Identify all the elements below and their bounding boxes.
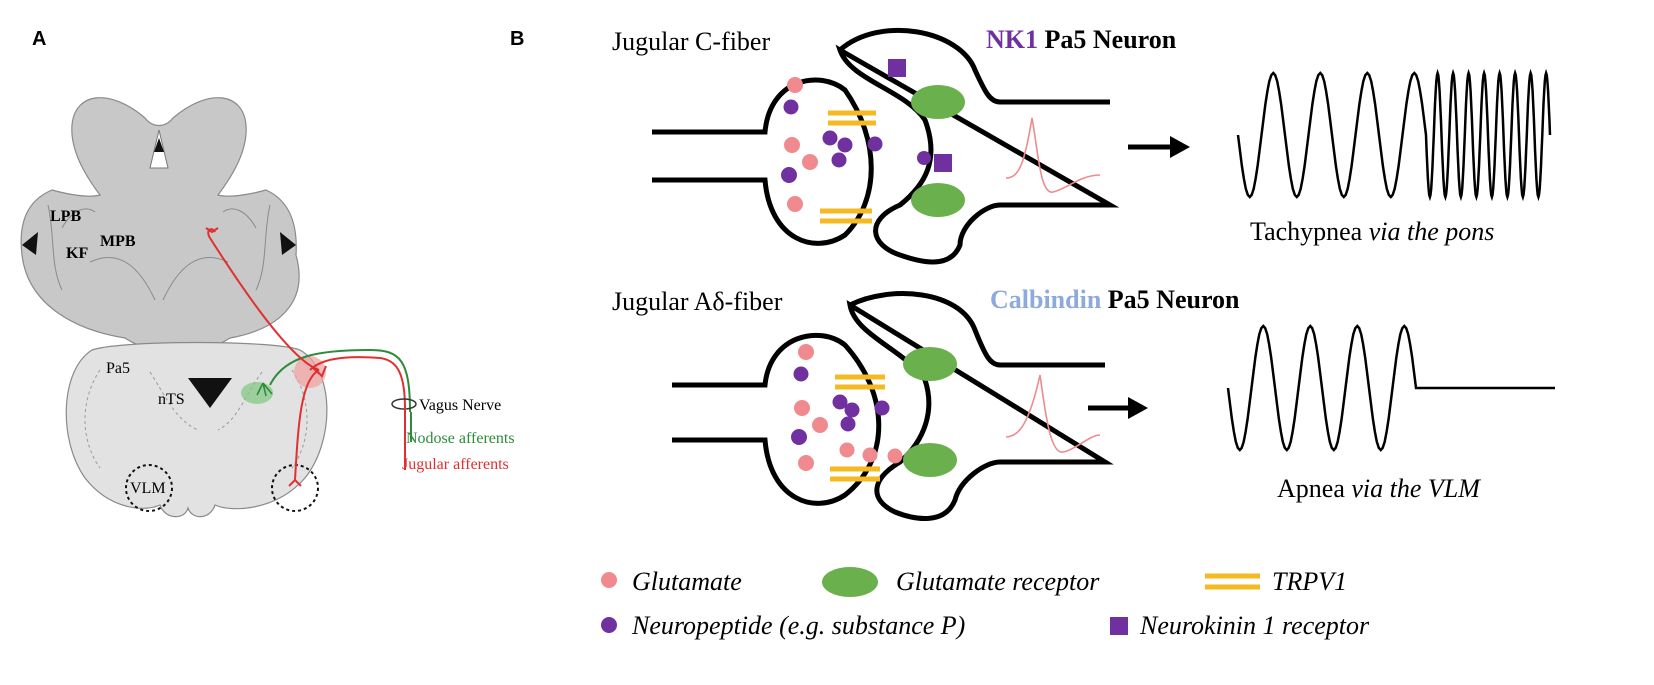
ad-fiber-synapse: [672, 291, 1148, 522]
calbindin-marker: Calbindin: [990, 285, 1102, 314]
nodose-afferents-label: Nodose afferents: [406, 430, 515, 447]
tachypnea-via: via the pons: [1369, 217, 1495, 246]
pons-section: [20, 97, 300, 352]
apnea-via: via the VLM: [1351, 474, 1481, 503]
panel-b-label: B: [510, 28, 524, 50]
legend-trpv1: TRPV1: [1272, 567, 1347, 596]
neuropeptide-swatch: [601, 617, 617, 633]
tachypnea-label: Tachypnea via the pons: [1250, 217, 1494, 246]
mpb-label: MPB: [100, 233, 136, 250]
lpb-label: LPB: [50, 208, 81, 225]
panel-a-label: A: [32, 28, 46, 50]
apnea-label: Apnea via the VLM: [1277, 474, 1481, 503]
legend-nk1-receptor: Neurokinin 1 receptor: [1139, 611, 1370, 640]
tachypnea-trace: [1236, 68, 1552, 202]
legend: Glutamate Glutamate receptor TRPV1 Neuro…: [601, 567, 1370, 640]
apnea-main: Apnea: [1277, 474, 1345, 503]
jugular-afferents-label: Jugular afferents: [402, 456, 509, 473]
kf-label: KF: [66, 245, 88, 262]
pa5-neuron-label-2: Pa5 Neuron: [1108, 285, 1240, 314]
ad-fiber-label: Jugular Aδ-fiber: [612, 287, 783, 316]
ad-fiber-neuron-title: Calbindin Pa5 Neuron: [990, 285, 1240, 314]
legend-glutamate: Glutamate: [632, 567, 742, 596]
apnea-trace: [1226, 324, 1555, 452]
vagus-nerve-label: Vagus Nerve: [419, 397, 501, 414]
afferent-pathways: [205, 227, 417, 487]
c-fiber-label: Jugular C-fiber: [612, 27, 770, 56]
tachypnea-main: Tachypnea: [1250, 217, 1363, 246]
nk1-receptor-swatch: [1110, 617, 1128, 635]
c-fiber-neuron-title: NK1 Pa5 Neuron: [986, 25, 1177, 54]
glutamate-receptor-swatch: [822, 567, 878, 597]
vlm-label: VLM: [130, 480, 166, 497]
pa5-label: Pa5: [106, 360, 130, 377]
nts-label: nTS: [158, 391, 185, 408]
c-fiber-synapse: [652, 27, 1190, 265]
pa5-neuron-label-1: Pa5 Neuron: [1045, 25, 1177, 54]
nk1-marker: NK1: [986, 25, 1038, 54]
legend-neuropeptide: Neuropeptide (e.g. substance P): [631, 611, 965, 640]
legend-glutamate-receptor: Glutamate receptor: [896, 567, 1100, 596]
glutamate-swatch: [601, 572, 617, 588]
